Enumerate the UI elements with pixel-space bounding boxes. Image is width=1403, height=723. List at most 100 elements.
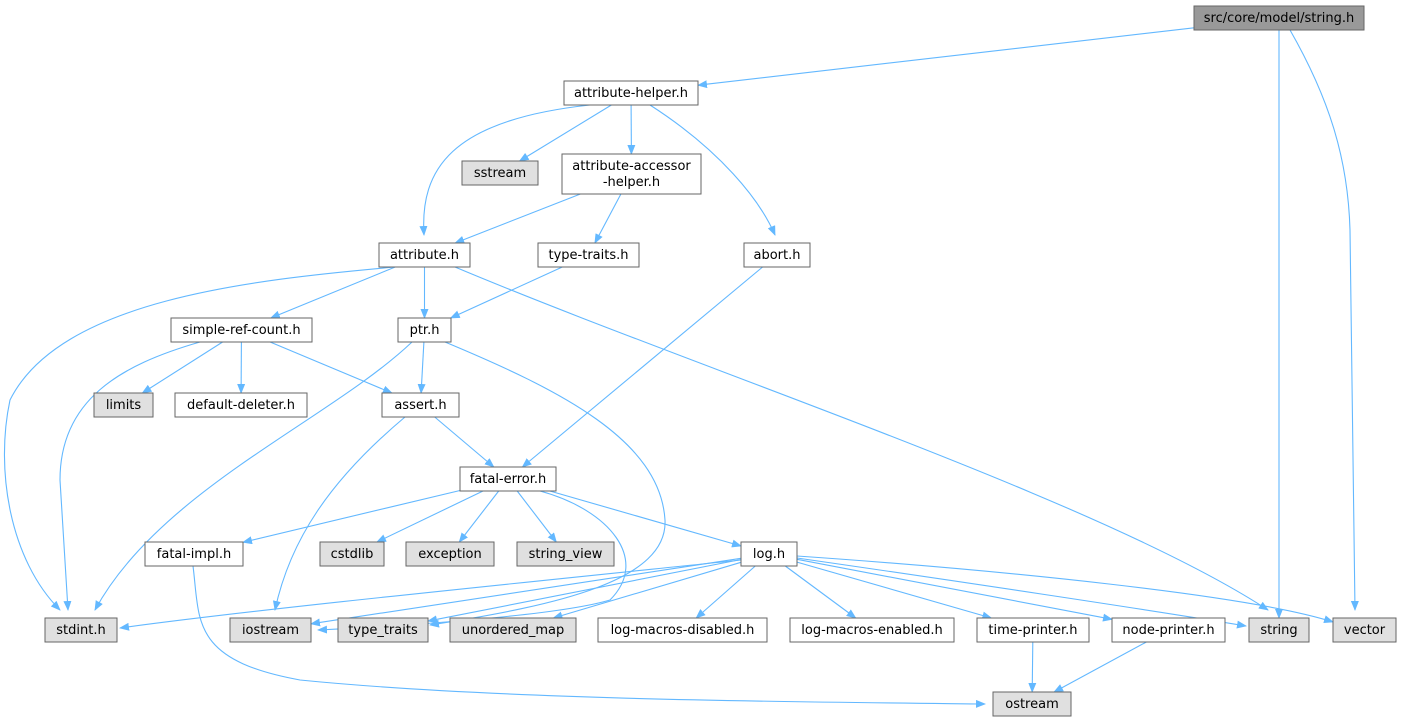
node-box — [740, 541, 798, 567]
edge-assert-h-to-fatal-error-h — [434, 416, 495, 468]
node-label: -helper.h — [603, 175, 660, 190]
node-vector: vector — [1332, 617, 1397, 643]
edge-fatal-error-h-to-exception — [458, 490, 500, 543]
node-box — [992, 691, 1072, 717]
node-fatal-impl-h[interactable]: fatal-impl.h — [144, 541, 244, 567]
node-box — [789, 617, 955, 643]
edge-fatal-impl-h-to-ostream — [192, 565, 986, 708]
node-log-macros-disabled-h[interactable]: log-macros-disabled.h — [597, 617, 768, 643]
edge-assert-h-to-iostream — [272, 416, 406, 611]
node-attribute-helper-h[interactable]: attribute-helper.h — [563, 80, 699, 106]
node-label: time-printer.h — [988, 623, 1077, 638]
edge-abort-h-to-fatal-error-h — [521, 266, 763, 468]
edge-attribute-h-to-stdint-h — [3, 266, 396, 611]
node-label: string — [1260, 623, 1297, 638]
node-string-h[interactable]: src/core/model/string.h — [1193, 5, 1365, 31]
node-box — [93, 392, 154, 418]
edge-log-h-to-stdint-h — [119, 559, 742, 631]
edge-string-h-to-attribute-helper-h — [697, 27, 1195, 89]
edge-log-h-to-iostream — [310, 557, 742, 627]
node-label: string_view — [529, 547, 603, 562]
edge-fatal-error-h-to-cstdlib — [376, 490, 484, 543]
node-iostream: iostream — [229, 617, 312, 643]
node-box — [561, 153, 702, 195]
node-log-macros-enabled-h[interactable]: log-macros-enabled.h — [789, 617, 955, 643]
node-label: attribute-accessor — [572, 159, 691, 174]
node-string-view: string_view — [516, 541, 615, 567]
node-node-printer-h[interactable]: node-printer.h — [1111, 617, 1226, 643]
node-label: iostream — [242, 623, 299, 638]
node-box — [1248, 617, 1310, 643]
node-box — [459, 466, 557, 492]
node-label: vector — [1344, 623, 1386, 638]
node-label: stdint.h — [56, 623, 105, 638]
node-label: unordered_map — [462, 623, 565, 638]
edge-simple-ref-count-h-to-limits — [141, 341, 223, 394]
edge-simple-ref-count-h-to-assert-h — [269, 341, 393, 394]
node-exception: exception — [405, 541, 495, 567]
node-box — [397, 317, 452, 343]
node-log-h[interactable]: log.h — [740, 541, 798, 567]
node-label: ptr.h — [410, 323, 440, 338]
node-attribute-h[interactable]: attribute.h — [378, 242, 471, 268]
node-box — [563, 80, 699, 106]
node-box — [516, 541, 615, 567]
edge-attribute-helper-h-to-attribute-h — [419, 104, 591, 236]
edge-time-printer-h-to-ostream — [1028, 641, 1037, 693]
node-stdint-h: stdint.h — [44, 617, 118, 643]
node-string: string — [1248, 617, 1310, 643]
edge-fatal-error-h-to-log-h — [549, 490, 742, 548]
edge-ptr-h-to-assert-h — [417, 341, 426, 394]
node-attribute-accessor-helper-h[interactable]: attribute-accessor-helper.h — [561, 153, 702, 195]
node-box — [405, 541, 495, 567]
edge-log-h-to-log-macros-enabled-h — [784, 565, 857, 619]
edges — [3, 27, 1359, 708]
node-box — [1111, 617, 1226, 643]
node-label: ostream — [1005, 697, 1059, 712]
node-label: simple-ref-count.h — [182, 323, 300, 338]
node-type-traits-h[interactable]: type-traits.h — [537, 242, 640, 268]
node-type-traits: type_traits — [337, 617, 429, 643]
node-box — [229, 617, 312, 643]
node-box — [44, 617, 118, 643]
edge-node-printer-h-to-ostream — [1053, 641, 1147, 693]
node-fatal-error-h[interactable]: fatal-error.h — [459, 466, 557, 492]
node-box — [337, 617, 429, 643]
node-abort-h[interactable]: abort.h — [743, 242, 811, 268]
node-time-printer-h[interactable]: time-printer.h — [976, 617, 1090, 643]
nodes: src/core/model/string.h attribute-helper.… — [44, 5, 1397, 717]
node-box — [537, 242, 640, 268]
edge-log-h-to-type-traits — [427, 558, 742, 624]
node-default-deleter-h[interactable]: default-deleter.h — [174, 392, 308, 418]
node-ptr-h[interactable]: ptr.h — [397, 317, 452, 343]
node-label: fatal-impl.h — [157, 547, 231, 562]
node-box — [743, 242, 811, 268]
edge-fatal-error-h-to-string-view — [516, 490, 557, 543]
node-label: abort.h — [754, 248, 801, 263]
node-assert-h[interactable]: assert.h — [381, 392, 460, 418]
edge-attribute-accessor-helper-h-to-type-traits-h — [594, 193, 622, 244]
node-label: sstream — [474, 166, 526, 181]
edge-attribute-h-to-string — [454, 266, 1269, 611]
node-ostream: ostream — [992, 691, 1072, 717]
node-box — [976, 617, 1090, 643]
node-label: type_traits — [348, 623, 418, 638]
node-label: type-traits.h — [549, 248, 629, 263]
node-limits: limits — [93, 392, 154, 418]
node-label: log-macros-enabled.h — [801, 623, 942, 638]
node-cstdlib: cstdlib — [319, 541, 385, 567]
node-label: default-deleter.h — [187, 398, 295, 413]
edge-fatal-error-h-to-fatal-impl-h — [242, 489, 461, 545]
node-label: src/core/model/string.h — [1204, 11, 1354, 26]
node-label: limits — [106, 398, 142, 413]
node-box — [170, 317, 313, 343]
edge-simple-ref-count-h-to-stdint-h — [59, 341, 201, 611]
edge-attribute-h-to-simple-ref-count-h — [269, 266, 396, 319]
node-label: attribute.h — [390, 248, 459, 263]
node-label: cstdlib — [331, 547, 374, 562]
node-sstream: sstream — [461, 160, 539, 186]
node-simple-ref-count-h[interactable]: simple-ref-count.h — [170, 317, 313, 343]
edge-attribute-helper-h-to-abort-h — [649, 104, 776, 236]
node-box — [381, 392, 460, 418]
